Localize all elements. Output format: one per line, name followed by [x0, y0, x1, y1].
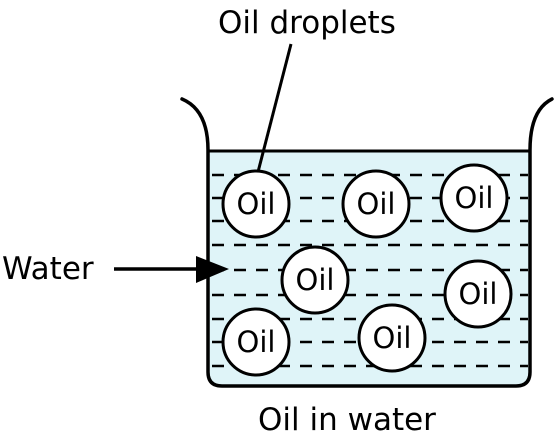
oil-droplet-label: Oil [357, 187, 396, 221]
beaker-outline [180, 97, 554, 388]
oil-droplet: Oil [221, 169, 291, 239]
oil-droplet: Oil [221, 307, 291, 377]
oil-droplet: Oil [443, 259, 513, 329]
oil-droplet: Oil [280, 245, 350, 315]
diagram-caption: Oil in water [258, 402, 436, 438]
oil-droplets-label: Oil droplets [218, 5, 396, 41]
oil-droplets-leader-line [256, 43, 293, 173]
oil-droplet-label: Oil [455, 181, 494, 215]
oil-droplet: Oil [439, 163, 509, 233]
water-label: Water [2, 251, 94, 287]
oil-droplet-label: Oil [296, 263, 335, 297]
oil-droplet: Oil [357, 303, 427, 373]
oil-droplet-label: Oil [237, 187, 276, 221]
oil-droplet-label: Oil [459, 277, 498, 311]
water-arrow-head [196, 256, 229, 283]
oil-droplet-label: Oil [237, 325, 276, 359]
oil-droplet: Oil [341, 169, 411, 239]
oil-droplet-label: Oil [373, 321, 412, 355]
